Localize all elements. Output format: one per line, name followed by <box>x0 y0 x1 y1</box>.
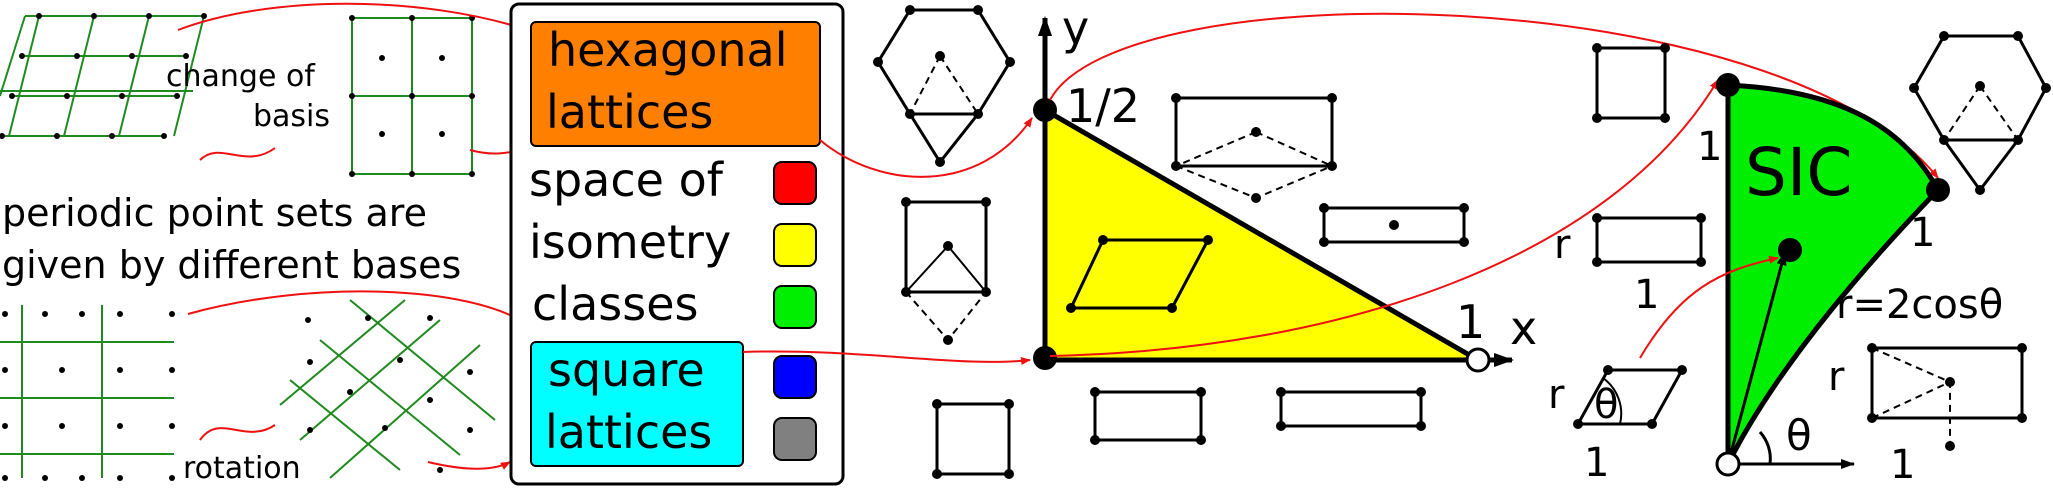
change-of-label: change of <box>166 59 316 94</box>
param-one: 1 <box>1584 440 1609 486</box>
space-of-label: space of <box>529 153 725 207</box>
arrow-hex-to-half <box>819 117 1033 178</box>
point-origin <box>1033 346 1057 370</box>
x-one-label: 1 <box>1456 295 1485 349</box>
oblique-lattice <box>0 15 205 137</box>
rotated-square-lattice <box>279 299 496 479</box>
sic-rect-one: 1 <box>1634 272 1659 318</box>
basis-label: basis <box>253 99 330 134</box>
rectangular-centered-lattice <box>349 15 475 177</box>
arrow-origin-to-sic-top <box>1049 79 1719 357</box>
periodic-line-1: periodic point sets are <box>2 191 427 235</box>
arrow-oblique-to-hex <box>177 2 529 32</box>
sic-angle-arc <box>1758 430 1772 465</box>
sic-label: SIC <box>1745 134 1852 211</box>
x-axis-label: x <box>1510 301 1537 355</box>
squiggle-top <box>199 147 276 161</box>
arrow-rotated-to-square <box>427 461 511 470</box>
sic-rect-r: r <box>1554 222 1571 268</box>
rotation-label: rotation <box>183 451 301 486</box>
half-label: 1/2 <box>1066 79 1140 133</box>
sic-lattice-points <box>1573 31 2051 451</box>
sic-one-right: 1 <box>1910 210 1935 256</box>
lattice-icon-points <box>873 5 1469 479</box>
oblique-lattice-points <box>0 13 207 139</box>
sic-top-point <box>1716 73 1740 97</box>
swatch-blue <box>773 355 817 399</box>
hex-label-1: hexagonal <box>548 23 788 77</box>
periodic-line-2: given by different bases <box>2 243 461 287</box>
y-axis-label: y <box>1062 1 1089 55</box>
isometry-label: isometry <box>529 215 731 269</box>
right-rect-one: 1 <box>1890 442 1915 488</box>
arrow-grid-to-square <box>187 290 529 326</box>
swatch-yellow <box>773 223 817 267</box>
point-one <box>1465 347 1491 373</box>
sic-theta-origin: θ <box>1786 411 1812 460</box>
param-r: r <box>1548 372 1565 418</box>
arrow-square-to-origin <box>742 350 1031 365</box>
triangle-hypotenuse <box>1043 107 1480 363</box>
sic-one-left: 1 <box>1697 124 1722 170</box>
hexagonal-box <box>530 21 821 147</box>
param-theta: θ <box>1594 382 1618 428</box>
sic-origin-point <box>1715 451 1741 477</box>
hex-label-2: lattices <box>546 85 713 139</box>
squiggle-bottom <box>199 424 276 441</box>
square-lattice-grid <box>0 305 175 481</box>
square-box <box>530 341 744 467</box>
square-label-1: square <box>548 343 705 397</box>
square-label-2: lattices <box>545 405 712 459</box>
swatch-green <box>773 285 817 329</box>
swatch-gray <box>773 417 817 461</box>
classes-label: classes <box>532 277 698 331</box>
sic-right-point <box>1926 178 1950 202</box>
point-half <box>1033 98 1057 122</box>
sic-inner-point <box>1778 238 1802 262</box>
right-rect-r: r <box>1828 354 1845 400</box>
sic-formula: r=2cosθ <box>1836 282 2003 328</box>
swatch-red <box>773 161 817 205</box>
sic-vector <box>1726 251 1787 465</box>
arrow-param-to-sic <box>1639 255 1779 359</box>
